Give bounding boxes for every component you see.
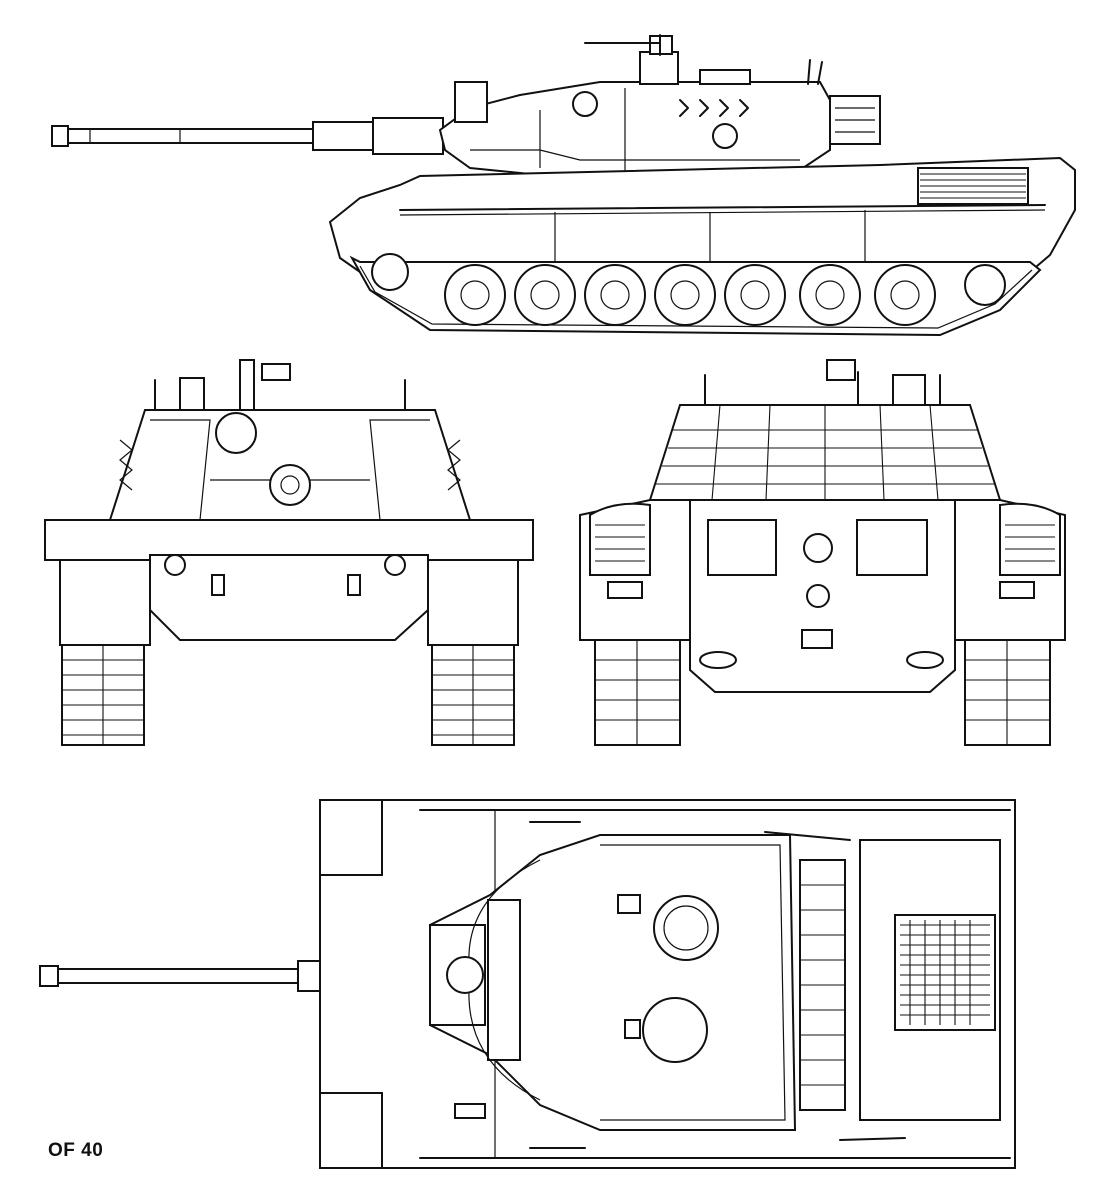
side-hull — [328, 156, 1076, 273]
rear-turret-basket — [648, 359, 1002, 501]
side-view — [51, 34, 1076, 337]
rear-hull — [579, 499, 1066, 693]
front-turret — [108, 359, 472, 521]
side-road-wheels — [371, 253, 1006, 326]
top-view — [39, 799, 1016, 1169]
front-left-track — [59, 554, 151, 746]
side-gun-barrel — [51, 117, 444, 155]
top-turret — [429, 821, 906, 1149]
side-turret — [438, 34, 881, 177]
front-right-track — [427, 554, 519, 746]
model-label: OF 40 — [48, 1140, 104, 1161]
rear-left-track — [594, 639, 681, 746]
rear-right-track — [964, 639, 1051, 746]
front-view — [44, 359, 534, 746]
rear-view — [579, 359, 1066, 746]
front-hull — [44, 519, 534, 641]
